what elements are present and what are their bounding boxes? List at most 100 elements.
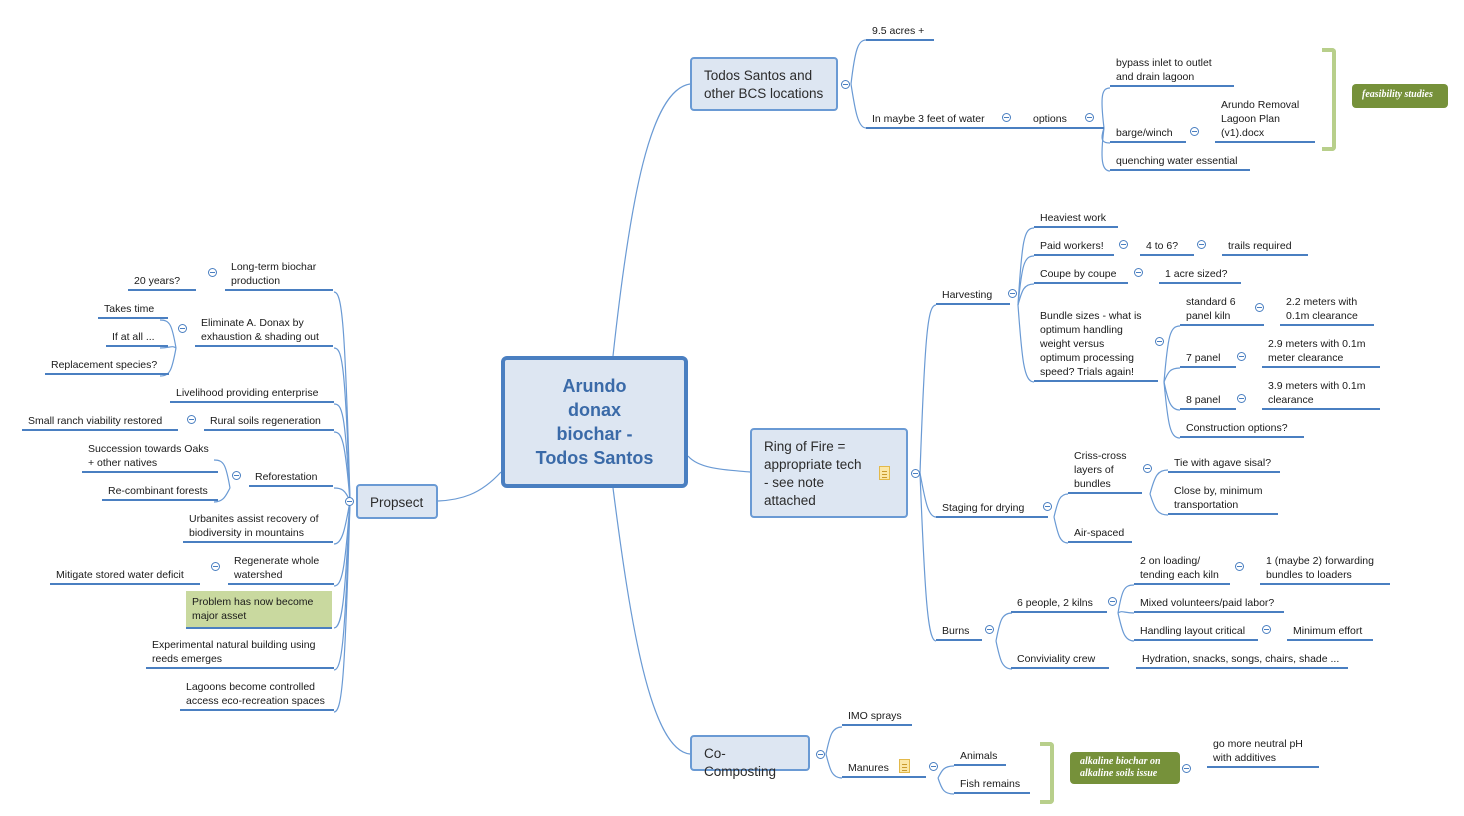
- collapse-icon[interactable]: [232, 471, 241, 480]
- manures-label: Manures: [848, 762, 889, 774]
- node-regenerate[interactable]: Regenerate whole watershed: [228, 554, 334, 585]
- node-recombinant[interactable]: Re-combinant forests: [102, 484, 218, 501]
- collapse-icon[interactable]: [1235, 562, 1244, 571]
- collapse-icon[interactable]: [911, 469, 920, 478]
- node-m39[interactable]: 3.9 meters with 0.1m clearance: [1262, 379, 1380, 410]
- boundary-bracket: [1040, 742, 1054, 804]
- node-water[interactable]: In maybe 3 feet of water: [866, 112, 1006, 129]
- collapse-icon[interactable]: [1182, 764, 1191, 773]
- central-topic[interactable]: Arundo donax biochar - Todos Santos: [501, 356, 688, 488]
- collapse-icon[interactable]: [985, 625, 994, 634]
- collapse-icon[interactable]: [929, 762, 938, 771]
- note-icon[interactable]: [899, 759, 910, 773]
- collapse-icon[interactable]: [1108, 597, 1117, 606]
- node-paid[interactable]: Paid workers!: [1034, 239, 1114, 256]
- node-handling[interactable]: Handling layout critical: [1134, 624, 1258, 641]
- collapse-icon[interactable]: [1262, 625, 1271, 634]
- node-replacement[interactable]: Replacement species?: [45, 358, 169, 375]
- node-quench[interactable]: quenching water essential: [1110, 154, 1250, 171]
- collapse-icon[interactable]: [1255, 303, 1264, 312]
- node-options[interactable]: options: [1027, 112, 1079, 129]
- collapse-icon[interactable]: [1197, 240, 1206, 249]
- branch-prospect[interactable]: Propsect: [356, 484, 438, 519]
- collapse-icon[interactable]: [1043, 502, 1052, 511]
- node-experimental[interactable]: Experimental natural building using reed…: [146, 638, 334, 669]
- node-minimum[interactable]: Minimum effort: [1287, 624, 1373, 641]
- node-construction[interactable]: Construction options?: [1180, 421, 1304, 438]
- collapse-icon[interactable]: [1190, 127, 1199, 136]
- node-neutral[interactable]: go more neutral pH with additives: [1207, 737, 1319, 768]
- collapse-icon[interactable]: [1143, 464, 1152, 473]
- node-twenty[interactable]: 20 years?: [128, 274, 196, 291]
- node-criss[interactable]: Criss-cross layers of bundles: [1068, 449, 1142, 494]
- node-reforest[interactable]: Reforestation: [249, 470, 333, 487]
- node-acres[interactable]: 9.5 acres +: [866, 24, 934, 41]
- node-hydration[interactable]: Hydration, snacks, songs, chairs, shade …: [1136, 652, 1348, 669]
- node-problem[interactable]: Problem has now become major asset: [186, 591, 332, 629]
- node-rural[interactable]: Rural soils regeneration: [204, 414, 334, 431]
- collapse-icon[interactable]: [1155, 337, 1164, 346]
- node-m29[interactable]: 2.9 meters with 0.1m meter clearance: [1262, 337, 1380, 368]
- alkaline-label: alkaline biochar on alkaline soils issue: [1080, 756, 1161, 779]
- node-arundo-doc[interactable]: Arundo Removal Lagoon Plan (v1).docx: [1215, 98, 1315, 143]
- node-longterm[interactable]: Long-term biochar production: [225, 260, 333, 291]
- node-mixed[interactable]: Mixed volunteers/paid labor?: [1134, 596, 1284, 613]
- node-four-six[interactable]: 4 to 6?: [1140, 239, 1194, 256]
- node-mitigate[interactable]: Mitigate stored water deficit: [50, 568, 200, 585]
- collapse-icon[interactable]: [345, 497, 354, 506]
- node-staging[interactable]: Staging for drying: [936, 501, 1048, 518]
- node-m22[interactable]: 2.2 meters with 0.1m clearance: [1280, 295, 1374, 326]
- node-urbanites[interactable]: Urbanites assist recovery of biodiversit…: [183, 512, 333, 543]
- note-icon[interactable]: [879, 466, 890, 480]
- collapse-icon[interactable]: [841, 80, 850, 89]
- node-airspaced[interactable]: Air-spaced: [1068, 526, 1132, 543]
- node-bypass[interactable]: bypass inlet to outlet and drain lagoon: [1110, 56, 1234, 87]
- summary-alkaline[interactable]: alkaline biochar on alkaline soils issue: [1070, 752, 1180, 784]
- node-convivial[interactable]: Conviviality crew: [1011, 652, 1109, 669]
- collapse-icon[interactable]: [208, 268, 217, 277]
- node-burns[interactable]: Burns: [936, 624, 982, 641]
- collapse-icon[interactable]: [1119, 240, 1128, 249]
- node-forwarding[interactable]: 1 (maybe 2) forwarding bundles to loader…: [1260, 554, 1390, 585]
- summary-feasibility[interactable]: feasibility studies: [1352, 84, 1448, 108]
- collapse-icon[interactable]: [1134, 268, 1143, 277]
- node-takes[interactable]: Takes time: [98, 302, 168, 319]
- node-p7[interactable]: 7 panel: [1180, 351, 1236, 368]
- node-p8[interactable]: 8 panel: [1180, 393, 1236, 410]
- node-succession[interactable]: Succession towards Oaks + other natives: [82, 442, 218, 473]
- node-two-loading[interactable]: 2 on loading/ tending each kiln: [1134, 554, 1230, 585]
- boundary-bracket: [1322, 48, 1336, 151]
- collapse-icon[interactable]: [1002, 113, 1011, 122]
- node-manures[interactable]: Manures: [842, 761, 926, 778]
- collapse-icon[interactable]: [178, 324, 187, 333]
- node-std6[interactable]: standard 6 panel kiln: [1180, 295, 1264, 326]
- node-ifatall[interactable]: If at all ...: [106, 330, 168, 347]
- node-imo[interactable]: IMO sprays: [842, 709, 912, 726]
- node-smallranch[interactable]: Small ranch viability restored: [22, 414, 178, 431]
- collapse-icon[interactable]: [211, 562, 220, 571]
- node-barge[interactable]: barge/winch: [1110, 126, 1186, 143]
- node-six-people[interactable]: 6 people, 2 kilns: [1011, 596, 1107, 613]
- node-bundle[interactable]: Bundle sizes - what is optimum handling …: [1034, 309, 1158, 382]
- node-trails[interactable]: trails required: [1222, 239, 1308, 256]
- node-animals[interactable]: Animals: [954, 749, 1006, 766]
- collapse-icon[interactable]: [1085, 113, 1094, 122]
- node-coupe[interactable]: Coupe by coupe: [1034, 267, 1128, 284]
- node-tie[interactable]: Tie with agave sisal?: [1168, 456, 1280, 473]
- node-eliminate[interactable]: Eliminate A. Donax by exhaustion & shadi…: [195, 316, 333, 347]
- collapse-icon[interactable]: [1237, 394, 1246, 403]
- node-harvesting[interactable]: Harvesting: [936, 288, 1010, 305]
- collapse-icon[interactable]: [1237, 352, 1246, 361]
- collapse-icon[interactable]: [187, 415, 196, 424]
- node-acre[interactable]: 1 acre sized?: [1159, 267, 1241, 284]
- collapse-icon[interactable]: [1008, 289, 1017, 298]
- collapse-icon[interactable]: [816, 750, 825, 759]
- branch-todos-santos[interactable]: Todos Santos and other BCS locations: [690, 57, 838, 111]
- node-close[interactable]: Close by, minimum transportation: [1168, 484, 1278, 515]
- branch-co-composting[interactable]: Co-Composting: [690, 735, 810, 779]
- node-fish[interactable]: Fish remains: [954, 777, 1030, 794]
- node-livelihood[interactable]: Livelihood providing enterprise: [170, 386, 334, 403]
- node-lagoons[interactable]: Lagoons become controlled access eco-rec…: [180, 680, 334, 711]
- node-heaviest[interactable]: Heaviest work: [1034, 211, 1118, 228]
